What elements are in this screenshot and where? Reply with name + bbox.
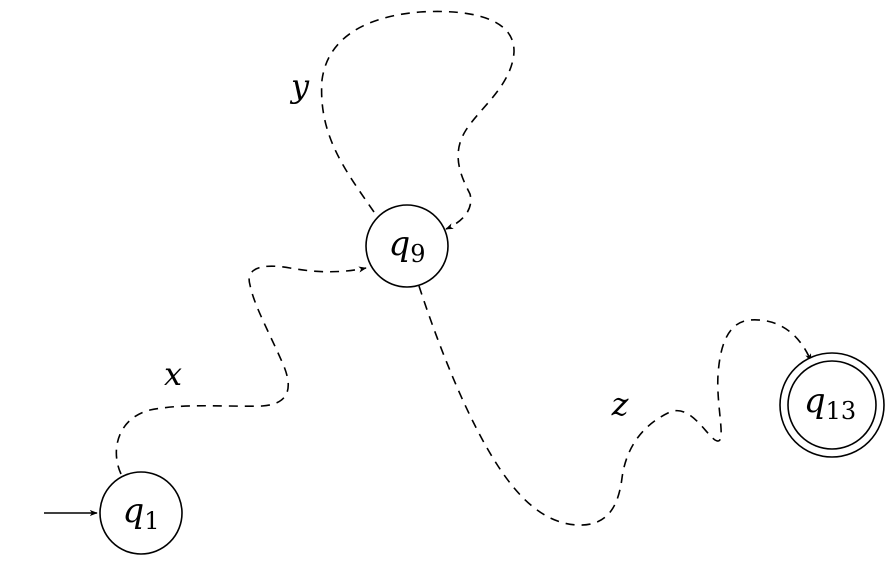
state-q9-label: q9	[388, 224, 425, 268]
state-q1-circle	[99, 471, 183, 555]
state-q1-label: q1	[122, 491, 159, 535]
state-q1[interactable]: q1	[99, 471, 183, 555]
state-q13-inner-circle	[787, 360, 877, 450]
transition-label-y: y	[289, 67, 310, 105]
state-q13-label: q13	[804, 381, 856, 425]
state-q9-circle	[365, 204, 449, 288]
transition-label-z: z	[611, 385, 630, 423]
transition-q1-q9	[115, 265, 367, 475]
state-q9[interactable]: q9	[365, 204, 449, 288]
transition-q9-q9	[320, 10, 515, 230]
state-q13[interactable]: q13	[779, 352, 885, 458]
transition-label-x: x	[164, 355, 182, 393]
transition-q9-q13	[418, 285, 812, 526]
